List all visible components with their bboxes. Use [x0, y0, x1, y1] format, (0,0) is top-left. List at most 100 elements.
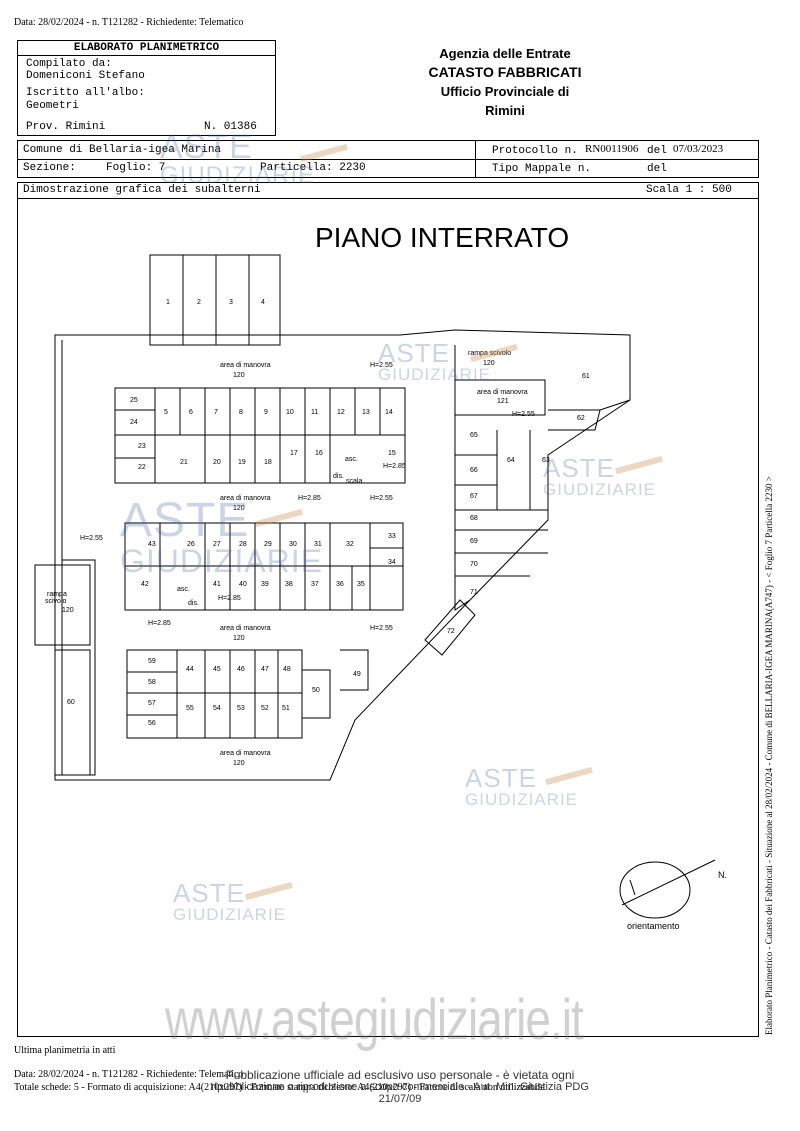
- plan-text: 15: [388, 450, 396, 457]
- plan-text: area di manovra: [477, 389, 528, 396]
- plan-text: 120: [233, 760, 245, 767]
- plan-text: 3: [229, 299, 233, 306]
- plan-text: 9: [264, 409, 268, 416]
- plan-text: 32: [346, 541, 354, 548]
- plan-text: scala: [346, 478, 362, 485]
- plan-text: 52: [261, 705, 269, 712]
- plan-text: H=2.85: [383, 463, 406, 470]
- sezione-label: Sezione:: [23, 162, 76, 174]
- plan-text: 51: [282, 705, 290, 712]
- plan-text: 48: [283, 666, 291, 673]
- iscritto-label: Iscritto all'albo:: [26, 87, 145, 99]
- block-low: [126, 649, 303, 739]
- plan-text: 41: [213, 581, 221, 588]
- orientamento-label: orientamento: [627, 921, 680, 931]
- plan-text: H=2.55: [370, 625, 393, 632]
- plan-text: 33: [388, 533, 396, 540]
- plan-text: 11: [311, 409, 318, 416]
- footer-line2: Totale schede: 5 - Formato di acquisizio…: [14, 1082, 545, 1093]
- comune-box: Comune di Bellaria-igea Marina Sezione: …: [17, 140, 759, 178]
- dimostrazione-box: Dimostrazione grafica dei subalterni Sca…: [17, 182, 759, 199]
- compilato-name: Domeniconi Stefano: [26, 70, 145, 82]
- plan-text: 64: [507, 457, 515, 464]
- del2-label: del: [647, 163, 667, 175]
- plan-text: 60: [67, 699, 75, 706]
- plan-text: 39: [261, 581, 269, 588]
- plan-text: 63: [542, 457, 550, 464]
- plan-text: 67: [470, 493, 478, 500]
- plan-text: 45: [213, 666, 221, 673]
- floor-plan: 1 2 3 4 5 6 7 8 9 10 11 12 13 14 25 24 2…: [34, 254, 727, 931]
- plan-text: 120: [233, 635, 245, 642]
- unit-labels: 1 2 3 4 5 6 7 8 9 10 11 12 13 14 25 24 2…: [45, 299, 590, 767]
- iscritto-value: Geometri: [26, 100, 79, 112]
- plan-text: 54: [213, 705, 221, 712]
- side-text: Elaborato Planimetrico - Catasto dei Fab…: [764, 476, 774, 1035]
- plan-text: 59: [148, 658, 156, 665]
- plan-text: 30: [289, 541, 297, 548]
- agency-line4: Rimini: [485, 103, 525, 118]
- plan-text: 70: [470, 561, 478, 568]
- plan-text: H=2.55: [370, 362, 393, 369]
- plan-text: 43: [148, 541, 156, 548]
- plan-text: 57: [148, 700, 156, 707]
- compiler-box: ELABORATO PLANIMETRICO Compilato da: Dom…: [17, 40, 276, 136]
- plan-text: scivolo: [45, 598, 67, 605]
- plan-text: H=2.85: [218, 595, 241, 602]
- plan-text: 28: [239, 541, 247, 548]
- plan-text: 13: [362, 409, 370, 416]
- plan-text: area di manovra: [220, 625, 271, 632]
- comune-label: Comune di Bellaria-igea Marina: [23, 144, 222, 156]
- plan-text: 68: [470, 515, 478, 522]
- elaborato-title: ELABORATO PLANIMETRICO: [18, 41, 275, 56]
- plan-text: 120: [233, 505, 245, 512]
- website-watermark: www.astegiudiziarie.it: [165, 986, 584, 1052]
- plan-text: 69: [470, 538, 478, 545]
- compilato-label: Compilato da:: [26, 58, 112, 70]
- plan-text: 120: [62, 607, 74, 614]
- plan-text: 22: [138, 464, 146, 471]
- plan-text: area di manovra: [220, 750, 271, 757]
- plan-text: 35: [357, 581, 365, 588]
- agency-line3: Ufficio Provinciale di: [440, 84, 570, 99]
- plan-text: 10: [286, 409, 294, 416]
- scala-label: Scala 1 : 500: [646, 184, 732, 196]
- plan-text: 1: [166, 299, 170, 306]
- plan-text: 120: [233, 372, 245, 379]
- inner-left-wall: [61, 340, 96, 776]
- plan-text: 56: [148, 720, 156, 727]
- plan-text: 38: [285, 581, 293, 588]
- plan-text: 44: [186, 666, 194, 673]
- tipo-mappale-label: Tipo Mappale n.: [492, 163, 592, 175]
- plan-text: 7: [214, 409, 218, 416]
- plan-text: area di manovra: [220, 495, 271, 502]
- plan-title: PIANO INTERRATO: [315, 222, 570, 253]
- publication-notice: Pubblicazione ufficiale ad esclusivo uso…: [190, 1069, 610, 1105]
- protocollo-date: 07/03/2023: [673, 143, 724, 155]
- plan-text: asc.: [177, 586, 190, 593]
- plan-text: H=2.55: [80, 535, 103, 542]
- plan-text: dis.: [333, 473, 344, 480]
- plan-text: H=2.55: [370, 495, 393, 502]
- plan-text: 21: [180, 459, 188, 466]
- plan-text: 58: [148, 679, 156, 686]
- plan-text: 5: [164, 409, 168, 416]
- plan-text: 46: [237, 666, 245, 673]
- foglio-label: Foglio: 7: [106, 162, 166, 174]
- del-label: del: [647, 145, 667, 157]
- plan-text: 17: [290, 450, 298, 457]
- plan-text: 121: [497, 398, 509, 405]
- left-rampa: [34, 564, 91, 646]
- plan-text: 8: [239, 409, 243, 416]
- plan-text: 50: [312, 687, 320, 694]
- plan-text: 2: [197, 299, 201, 306]
- drawing-frame: [17, 199, 759, 1037]
- plan-text: H=2.55: [512, 411, 535, 418]
- plan-text: 26: [187, 541, 195, 548]
- plan-text: 71: [470, 589, 478, 596]
- outer-wall: [54, 329, 631, 781]
- plan-text: 18: [264, 459, 272, 466]
- plan-text: H=2.85: [298, 495, 321, 502]
- plan-text: 40: [239, 581, 247, 588]
- plan-text: rampa: [47, 591, 67, 598]
